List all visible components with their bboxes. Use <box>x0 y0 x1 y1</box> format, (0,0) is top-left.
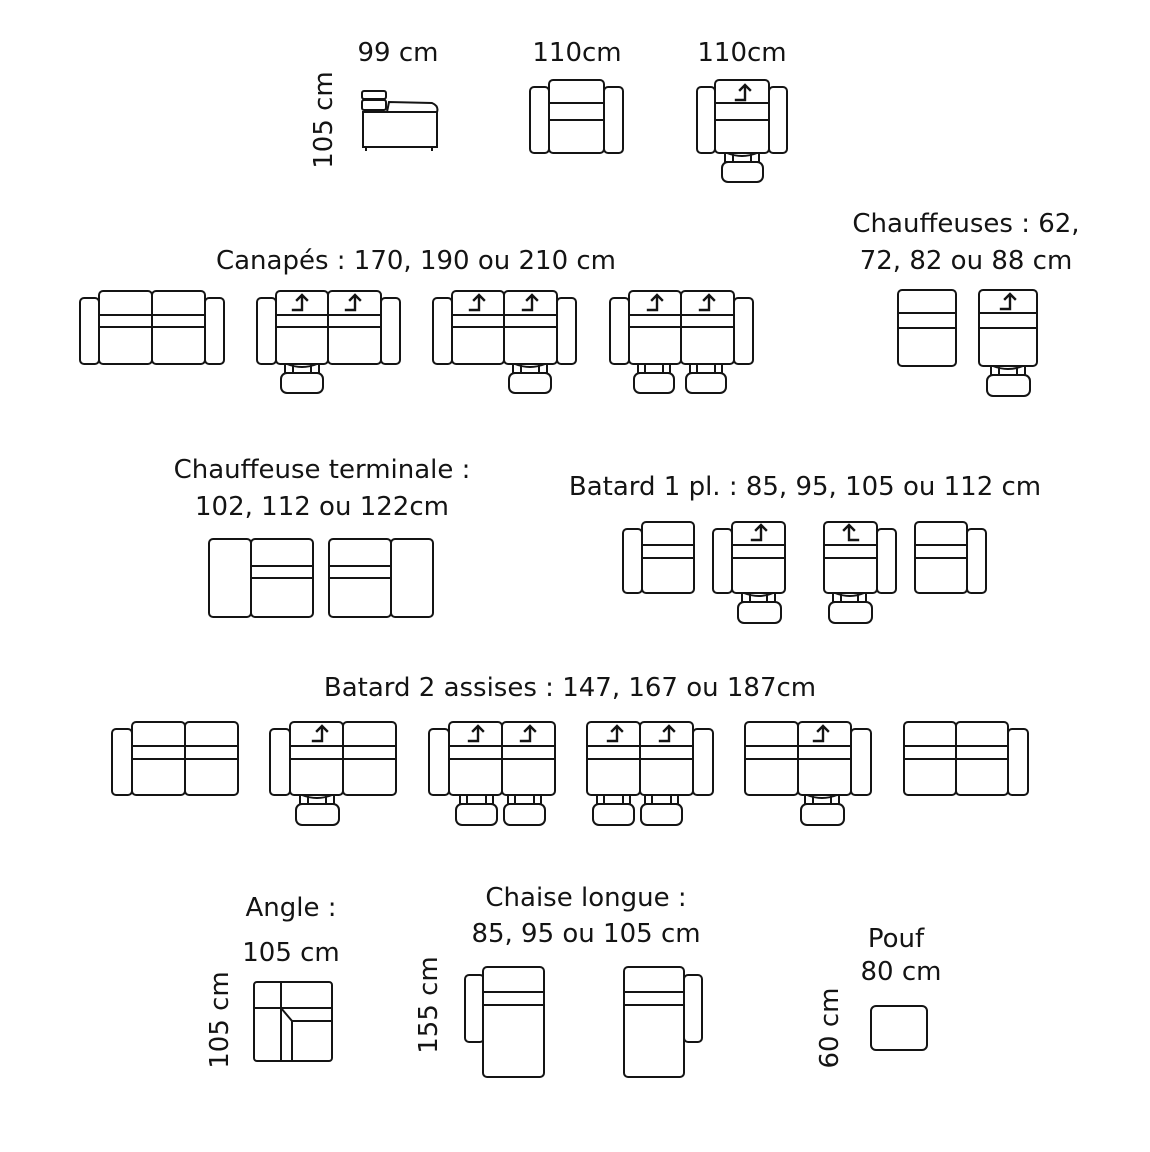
batard2-left-arm <box>111 721 239 796</box>
pouf-title: Pouf <box>867 924 925 954</box>
side-profile-module <box>361 90 439 151</box>
chauffeuse-module <box>897 289 957 367</box>
recliner-arrow-icon <box>646 293 664 312</box>
batard1-left-arm <box>622 521 695 594</box>
recliner-arrow-icon <box>698 293 716 312</box>
pouf-module <box>870 1005 928 1051</box>
recliner-arrow-icon <box>658 724 676 743</box>
sofa-2-seat-twin-recliner <box>609 290 754 394</box>
recliner-arrow-icon <box>606 724 624 743</box>
angle-title: Angle : <box>245 893 337 923</box>
batard1-title: Batard 1 pl. : 85, 95, 105 ou 112 cm <box>568 472 1042 502</box>
batard2-left-arm-recliner <box>269 721 397 826</box>
recliner-arrow-icon <box>344 293 362 312</box>
chauffeuse-recliner-module <box>978 289 1038 397</box>
recliner-arrow-icon <box>468 293 486 312</box>
chaise-longue-title-line2: 85, 95 ou 105 cm <box>471 919 701 949</box>
recliner-arrow-icon <box>519 724 537 743</box>
pouf-width-label: 80 cm <box>860 957 942 987</box>
batard2-right-arm-recliner <box>744 721 872 826</box>
sofa-2-seat-single-recliner <box>432 290 577 394</box>
recliner-arrow-icon <box>999 292 1017 311</box>
armchair-module <box>529 79 624 154</box>
top-width-label-1: 99 cm <box>357 38 439 68</box>
recliner-arrow-icon <box>521 293 539 312</box>
batard2-left-arm-twin-recliner <box>428 721 556 826</box>
recliner-arrow-icon <box>467 724 485 743</box>
chaise-longue-title-line1: Chaise longue : <box>485 883 687 913</box>
chauffeuse-terminale-title-line1: Chauffeuse terminale : <box>173 455 471 485</box>
batard2-right-arm <box>903 721 1029 796</box>
angle-module <box>253 981 333 1062</box>
batard1-left-arm-recliner <box>712 521 786 624</box>
recliner-arrow-icon <box>812 724 830 743</box>
chauffeuse-terminale-right <box>328 538 434 618</box>
batard1-right-arm-recliner <box>823 521 897 624</box>
canapes-title: Canapés : 170, 190 ou 210 cm <box>215 246 617 276</box>
recliner-arrow-icon <box>291 293 309 312</box>
angle-width-label: 105 cm <box>242 938 340 968</box>
chauffeuse-terminale-left <box>208 538 314 618</box>
recliner-arrow-icon <box>734 83 752 102</box>
chauffeuse-terminale-title-line2: 102, 112 ou 122cm <box>195 492 449 522</box>
top-width-label-3: 110cm <box>697 38 787 68</box>
batard1-right-arm <box>914 521 987 594</box>
chauffeuses-title-line1: Chauffeuses : 62, <box>852 209 1080 239</box>
recliner-arrow-icon <box>311 724 329 743</box>
batard2-title: Batard 2 assises : 147, 167 ou 187cm <box>323 673 817 703</box>
recliner-arrow-icon <box>842 523 860 542</box>
chauffeuses-title-line2: 72, 82 ou 88 cm <box>859 246 1073 276</box>
chaise-longue-left <box>464 966 545 1078</box>
recliner-arrow-icon <box>750 523 768 542</box>
recliner-armchair-module <box>696 79 788 183</box>
sofa-2-seat-double-recliner <box>256 290 401 394</box>
chaise-longue-right <box>623 966 703 1078</box>
batard2-right-arm-twin-recliner <box>586 721 714 826</box>
sofa-2-seat <box>79 290 225 365</box>
top-width-label-2: 110cm <box>532 38 622 68</box>
